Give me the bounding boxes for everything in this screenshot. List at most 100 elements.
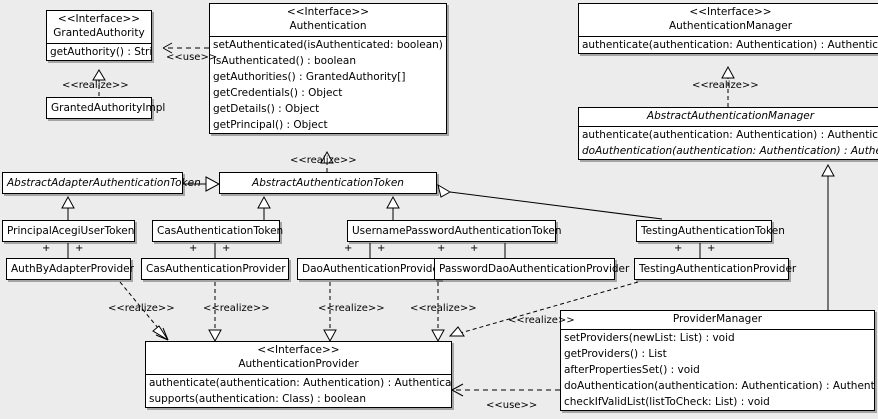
class-member: authenticate(authentication: Authenticat…	[582, 39, 878, 51]
edge-use-providermanager-authenticationprovider	[451, 383, 560, 397]
multiplicity-plus: +	[75, 243, 84, 254]
class-abstract-authentication-token[interactable]: AbstractAuthenticationToken	[219, 172, 437, 194]
class-name: GrantedAuthority	[53, 27, 145, 39]
class-header: TestingAuthenticationToken	[637, 221, 785, 241]
edge-label-realize-password-dao-provider: <<realize>>	[410, 303, 477, 314]
edge-label-realize-testing-provider: <<realize>>	[508, 315, 575, 326]
class-header: <<Interface>> AuthenticationManager	[579, 4, 878, 36]
class-member: getCredentials() : Object	[213, 87, 343, 99]
class-name: AbstractAdapterAuthenticationToken	[7, 177, 201, 189]
class-cas-authentication-provider[interactable]: CasAuthenticationProvider	[141, 258, 289, 280]
class-authentication-manager[interactable]: <<Interface>> AuthenticationManager auth…	[578, 3, 878, 54]
class-member: getAuthority() : String	[50, 46, 151, 58]
class-name: CasAuthenticationToken	[157, 225, 284, 237]
edge-label-realize-cas-provider: <<realize>>	[203, 303, 270, 314]
multiplicity-plus: +	[437, 243, 446, 254]
class-header: CasAuthenticationProvider	[142, 259, 288, 279]
class-member: isAuthenticated() : boolean	[213, 55, 356, 67]
class-name: CasAuthenticationProvider	[146, 263, 286, 275]
class-member: getAuthorities() : GrantedAuthority[]	[213, 71, 406, 83]
class-authentication[interactable]: <<Interface>> Authentication setAuthenti…	[209, 3, 447, 134]
class-header: TestingAuthenticationProvider	[635, 259, 797, 279]
class-header: PrincipalAcegiUserToken	[3, 221, 134, 241]
class-header: CasAuthenticationToken	[153, 221, 284, 241]
class-auth-by-adapter-provider[interactable]: AuthByAdapterProvider	[6, 258, 134, 280]
class-dao-authentication-provider[interactable]: DaoAuthenticationProvider	[297, 258, 444, 280]
class-member: checkIfValidList(listToCheck: List) : vo…	[564, 396, 770, 408]
class-header: ProviderManager	[561, 311, 874, 329]
class-members: authenticate(authentication: Authenticat…	[146, 374, 451, 407]
multiplicity-plus: +	[42, 243, 51, 254]
class-header: AuthByAdapterProvider	[7, 259, 134, 279]
multiplicity-plus: +	[377, 243, 386, 254]
class-name: AuthByAdapterProvider	[11, 263, 134, 275]
class-members: setAuthenticated(isAuthenticated: boolea…	[210, 36, 446, 133]
class-name: PrincipalAcegiUserToken	[7, 225, 135, 237]
class-name: UsernamePasswordAuthenticationToken	[352, 225, 562, 237]
class-cas-authentication-token[interactable]: CasAuthenticationToken	[152, 220, 284, 242]
class-name: Authentication	[289, 20, 367, 32]
class-header: DaoAuthenticationProvider	[298, 259, 444, 279]
multiplicity-plus: +	[189, 243, 198, 254]
class-members: authenticate(authentication: Authenticat…	[579, 36, 878, 53]
edge-label-use-provider-manager: <<use>>	[486, 400, 538, 411]
class-name: GrantedAuthorityImpl	[51, 102, 166, 114]
class-name: DaoAuthenticationProvider	[302, 263, 444, 275]
class-name: AbstractAuthenticationToken	[252, 177, 404, 189]
class-header: <<Interface>> AuthenticationProvider	[146, 342, 451, 374]
class-password-dao-authentication-provider[interactable]: PasswordDaoAuthenticationProvider	[434, 258, 630, 280]
class-testing-authentication-token[interactable]: TestingAuthenticationToken	[636, 220, 785, 242]
class-principal-acegi-user-token[interactable]: PrincipalAcegiUserToken	[2, 220, 135, 242]
edge-generalization-testingauthenticationtoken	[437, 183, 663, 220]
multiplicity-plus: +	[222, 243, 231, 254]
multiplicity-plus: +	[707, 243, 716, 254]
class-name: AuthenticationManager	[668, 20, 793, 32]
class-name: TestingAuthenticationProvider	[639, 263, 797, 275]
class-stereotype: <<Interface>>	[257, 344, 340, 356]
edge-label-realize-dao-provider: <<realize>>	[318, 303, 385, 314]
class-name: PasswordDaoAuthenticationProvider	[439, 263, 630, 275]
multiplicity-plus: +	[674, 243, 683, 254]
edge-generalization-principalacegiusertoken	[61, 195, 75, 220]
class-header: UsernamePasswordAuthenticationToken	[348, 221, 562, 241]
class-member: doAuthentication(authentication: Authent…	[564, 380, 874, 392]
class-authentication-provider[interactable]: <<Interface>> AuthenticationProvider aut…	[145, 341, 452, 408]
class-name: TestingAuthenticationToken	[641, 225, 785, 237]
class-header: AbstractAdapterAuthenticationToken	[3, 173, 201, 193]
class-provider-manager[interactable]: ProviderManager setProviders(newList: Li…	[560, 310, 875, 411]
class-stereotype: <<Interface>>	[286, 6, 370, 18]
class-stereotype: <<Interface>>	[57, 13, 141, 25]
edge-label-realize-auth-by-adapter: <<realize>>	[108, 303, 175, 314]
class-member: getProviders() : List	[564, 348, 667, 360]
edge-generalization-usernamepasswordtoken	[386, 195, 400, 220]
class-member: getDetails() : Object	[213, 103, 320, 115]
class-member: doAuthentication(authentication: Authent…	[582, 145, 878, 157]
class-header: AbstractAuthenticationToken	[220, 173, 436, 193]
multiplicity-plus: +	[344, 243, 353, 254]
class-member: authenticate(authentication: Authenticat…	[582, 129, 878, 141]
class-abstract-authentication-manager[interactable]: AbstractAuthenticationManager authentica…	[578, 107, 878, 160]
class-member: getPrincipal() : Object	[213, 119, 328, 131]
class-header: PasswordDaoAuthenticationProvider	[435, 259, 630, 279]
class-granted-authority-impl[interactable]: GrantedAuthorityImpl	[46, 97, 166, 119]
class-header: GrantedAuthorityImpl	[47, 98, 166, 118]
class-username-password-authentication-token[interactable]: UsernamePasswordAuthenticationToken	[347, 220, 562, 242]
class-abstract-adapter-authentication-token[interactable]: AbstractAdapterAuthenticationToken	[2, 172, 201, 194]
class-name: AbstractAuthenticationManager	[646, 110, 815, 122]
class-members: getAuthority() : String	[47, 43, 151, 60]
edge-label-use-authentication-granted: <<use>>	[166, 52, 218, 63]
class-header: <<Interface>> GrantedAuthority	[47, 11, 151, 43]
class-member: authenticate(authentication: Authenticat…	[149, 377, 451, 389]
class-members: setProviders(newList: List) : void getPr…	[561, 329, 874, 410]
edge-generalization-providermanager	[821, 163, 835, 310]
class-name: ProviderManager	[672, 313, 763, 325]
class-testing-authentication-provider[interactable]: TestingAuthenticationProvider	[634, 258, 797, 280]
class-member: supports(authentication: Class) : boolea…	[149, 393, 366, 405]
class-member: setProviders(newList: List) : void	[564, 332, 735, 344]
edge-label-realize-manager-abstract: <<realize>>	[692, 80, 759, 91]
edge-label-realize-authentication-token: <<realize>>	[290, 155, 357, 166]
class-stereotype: <<Interface>>	[689, 6, 772, 18]
class-granted-authority[interactable]: <<Interface>> GrantedAuthority getAuthor…	[46, 10, 152, 61]
class-member: setAuthenticated(isAuthenticated: boolea…	[213, 39, 446, 51]
